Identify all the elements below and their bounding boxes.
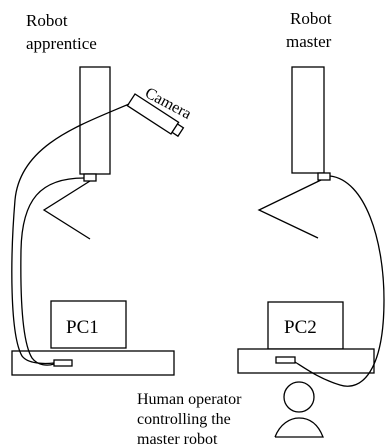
robot-master <box>257 66 331 239</box>
master-label-line1: Robot <box>290 9 332 28</box>
pc2-drive <box>275 356 296 364</box>
camera-cable <box>11 103 130 365</box>
pc1: PC1 <box>11 300 175 376</box>
apprentice-cable <box>20 177 85 366</box>
apprentice-robot-body <box>79 66 111 175</box>
apprentice-label-line2: apprentice <box>26 34 97 53</box>
human-operator: Human operator controlling the master ro… <box>137 381 324 448</box>
operator-label-line1: Human operator <box>137 391 242 408</box>
master-robot-body <box>291 66 325 174</box>
apprentice-label-line1: Robot <box>26 11 68 30</box>
master-robot-wrist <box>317 172 331 181</box>
camera: Camera <box>126 85 194 138</box>
pc1-drive <box>53 359 73 367</box>
master-cable <box>294 175 385 387</box>
pc2-base <box>237 348 375 374</box>
operator-label-line2: controlling the <box>137 411 231 428</box>
master-label-line2: master <box>286 32 332 51</box>
apprentice-robot-arm <box>42 180 91 240</box>
camera-lens <box>171 123 185 138</box>
pc1-label: PC1 <box>66 317 99 338</box>
pc2-label: PC2 <box>284 317 317 338</box>
pc2: PC2 <box>237 301 375 374</box>
pc2-monitor <box>267 301 344 350</box>
pc1-monitor <box>50 300 127 349</box>
master-robot-arm <box>257 179 322 239</box>
operator-head-icon <box>283 381 315 413</box>
operator-label-line3: master robot <box>137 431 218 448</box>
operator-body-icon <box>274 417 324 438</box>
apprentice-robot-wrist <box>83 173 97 182</box>
robot-apprentice <box>42 66 111 240</box>
